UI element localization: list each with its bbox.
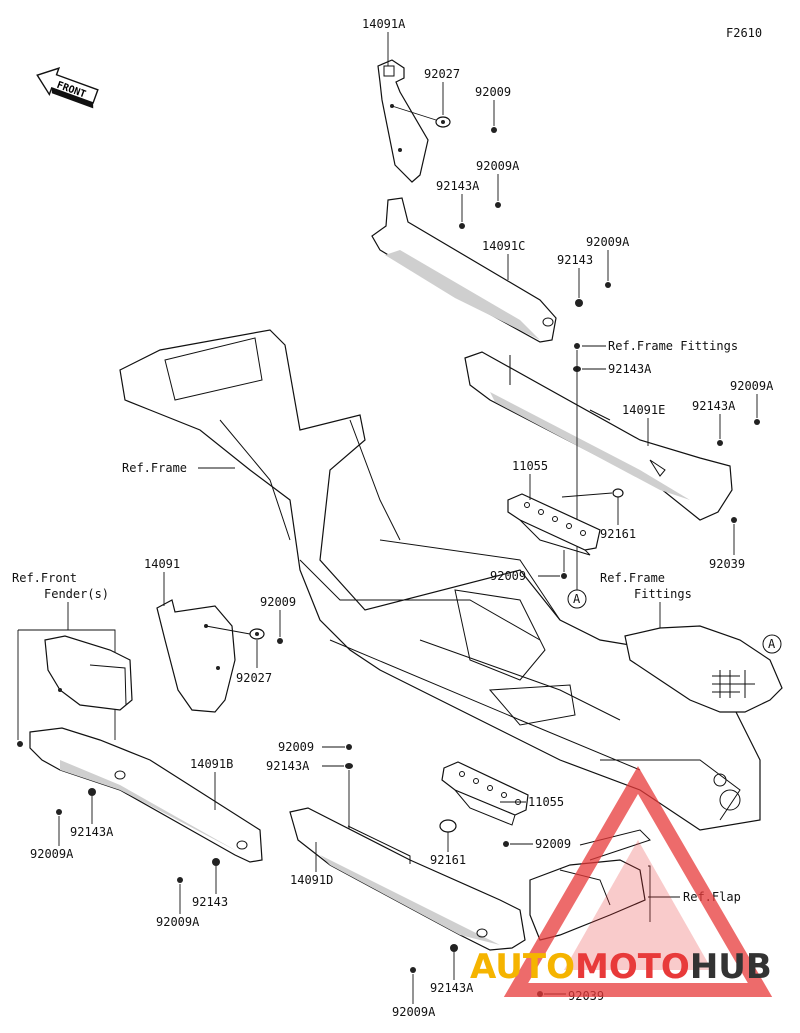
watermark-logo xyxy=(503,766,773,997)
bolt-92009-top xyxy=(491,127,497,133)
main-frame xyxy=(119,329,761,831)
label-ref-frame-fittings-2a: Ref.Frame xyxy=(600,571,665,585)
label-14091B: 14091B xyxy=(190,757,233,771)
part-11055-upper xyxy=(507,493,601,556)
label-92161-2: 92161 xyxy=(430,853,466,867)
label-92009A-5: 92009A xyxy=(156,915,200,929)
label-11055-1: 11055 xyxy=(512,459,548,473)
label-92143A-3: 92143A xyxy=(692,399,736,413)
front-arrow-icon: FRONT xyxy=(36,67,99,109)
circle-a-2 xyxy=(762,634,782,654)
part-14091 xyxy=(156,599,236,713)
label-92143-2: 92143 xyxy=(192,895,228,909)
label-92143-1: 92143 xyxy=(557,253,593,267)
label-14091E: 14091E xyxy=(622,403,665,417)
circle-a-1-label: A xyxy=(573,592,581,606)
label-92009-left: 92009 xyxy=(260,595,296,609)
watermark-text: AUTOMOTOHUB xyxy=(470,947,772,987)
label-92009A-6: 92009A xyxy=(392,1005,436,1019)
watermark-part1: AUTO xyxy=(470,947,575,987)
label-14091C: 14091C xyxy=(482,239,525,253)
label-92161-1: 92161 xyxy=(600,527,636,541)
part-14091E xyxy=(464,351,733,521)
label-92039-1: 92039 xyxy=(709,557,745,571)
part-14091D xyxy=(289,807,526,951)
watermark-part2: MOTO xyxy=(575,947,690,987)
label-92009-top: 92009 xyxy=(475,85,511,99)
label-ref-front-fender-a: Ref.Front xyxy=(12,571,77,585)
label-92143A-6: 92143A xyxy=(430,981,474,995)
label-ref-front-fender-b: Fender(s) xyxy=(44,587,109,601)
part-ref-frame-fittings-plate xyxy=(624,625,783,713)
part-14091A xyxy=(377,59,429,183)
label-92027-left: 92027 xyxy=(236,671,272,685)
part-14091B xyxy=(29,727,263,863)
label-ref-frame-fittings-1: Ref.Frame Fittings xyxy=(608,339,738,353)
label-92009-mid: 92009 xyxy=(490,569,526,583)
part-front-fender xyxy=(44,635,133,711)
label-92009-low2: 92009 xyxy=(535,837,571,851)
part-11055-lower xyxy=(441,761,529,826)
part-14091C xyxy=(371,197,557,343)
label-92143A-5: 92143A xyxy=(266,759,310,773)
circle-a-2-label: A xyxy=(768,637,776,651)
watermark-part3: HUB xyxy=(690,947,772,987)
circle-a-1 xyxy=(567,589,587,609)
label-14091: 14091 xyxy=(144,557,180,571)
label-92143A-1: 92143A xyxy=(436,179,480,193)
label-11055-2: 11055 xyxy=(528,795,564,809)
label-92009A-2: 92009A xyxy=(586,235,630,249)
label-92009A-4: 92009A xyxy=(30,847,74,861)
label-92009A-3: 92009A xyxy=(730,379,774,393)
label-92027-top: 92027 xyxy=(424,67,460,81)
label-ref-frame-fittings-2b: Fittings xyxy=(634,587,692,601)
label-92009-low: 92009 xyxy=(278,740,314,754)
label-92143A-2: 92143A xyxy=(608,362,652,376)
label-14091D: 14091D xyxy=(290,873,333,887)
label-14091A: 14091A xyxy=(362,17,406,31)
label-ref-frame: Ref.Frame xyxy=(122,461,187,475)
label-92143A-4: 92143A xyxy=(70,825,114,839)
label-92009A-1: 92009A xyxy=(476,159,520,173)
diagram-code: F2610 xyxy=(726,26,762,40)
